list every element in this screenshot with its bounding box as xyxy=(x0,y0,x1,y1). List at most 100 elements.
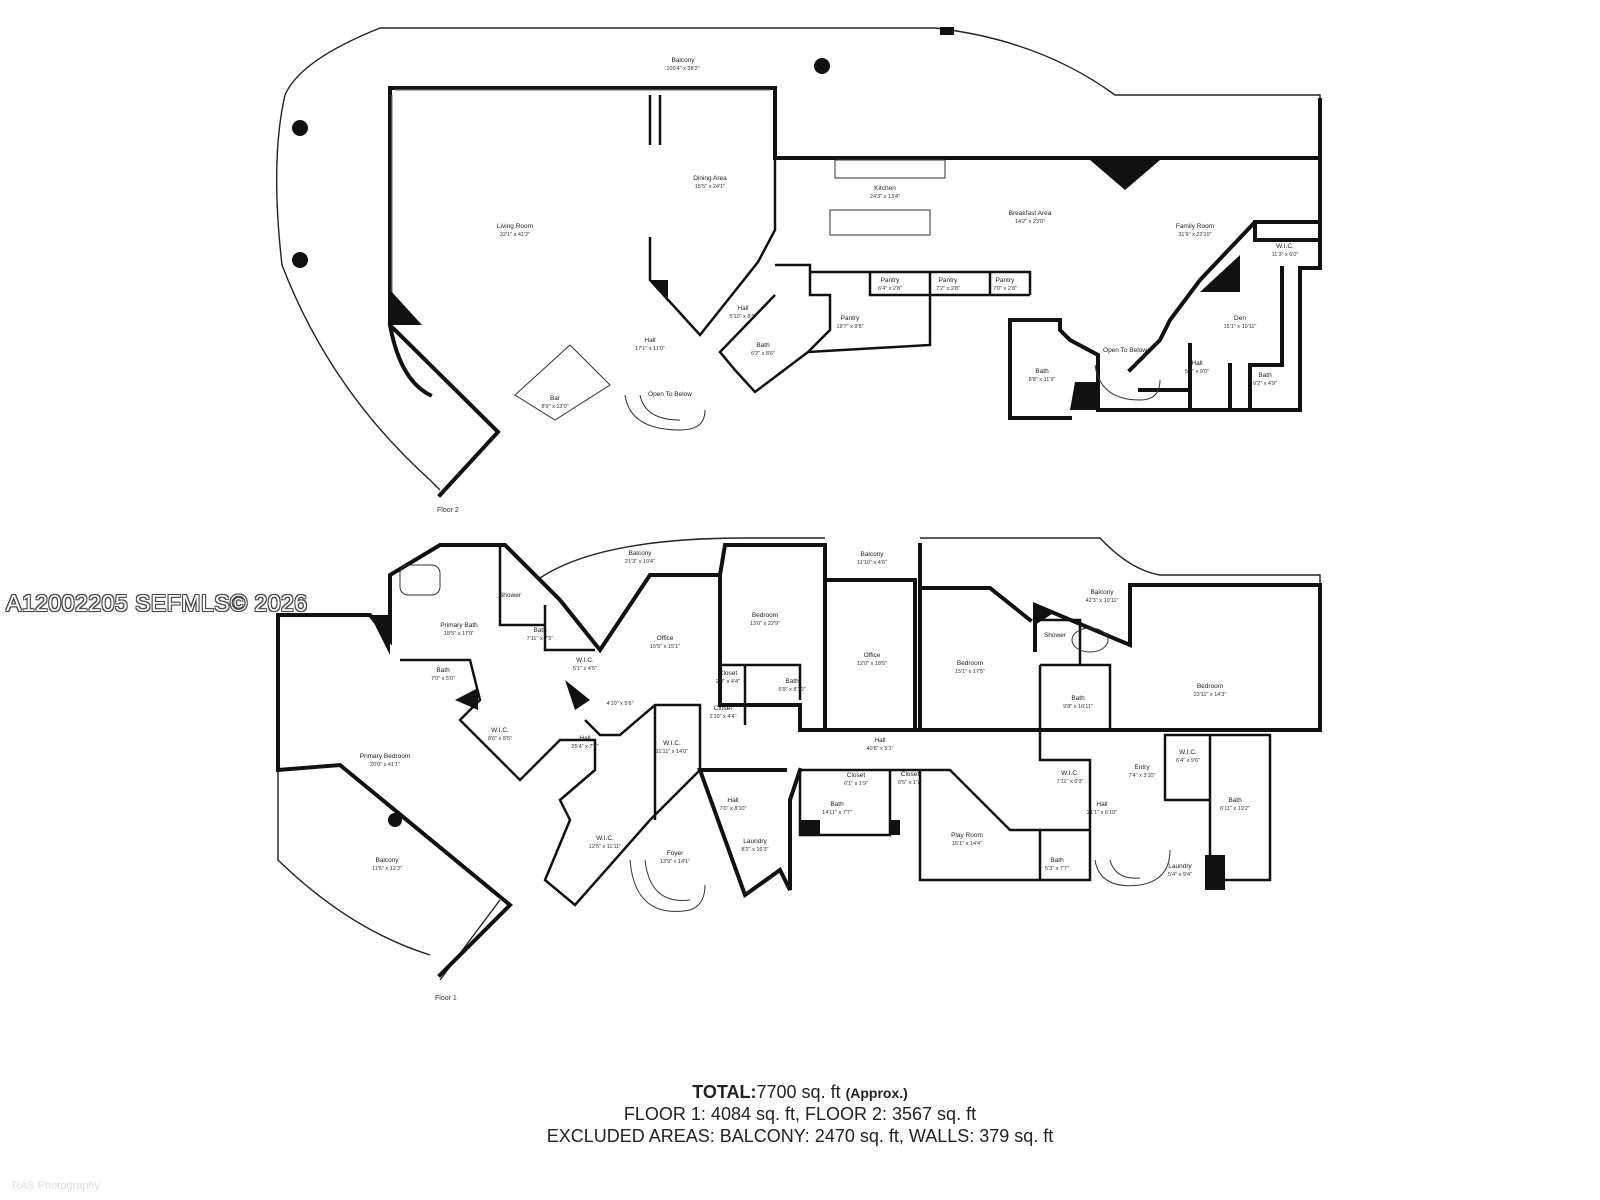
floor2-room-name: Hall xyxy=(737,305,749,312)
floor1-room-name: W.I.C. xyxy=(491,727,509,734)
floor1-room-dimensions: 40'8" x 5'1" xyxy=(866,746,893,752)
floor2-room-name: Bath xyxy=(756,342,770,349)
floor1-room-dimensions: 6'4" x 9'6" xyxy=(1176,758,1200,764)
floor1-room-name: Bath xyxy=(533,627,547,634)
floor2-room-name: Living Room xyxy=(497,223,533,230)
floor2-room-name: Den xyxy=(1234,315,1246,322)
floor1-room-dimensions: 9'8" x 16'11" xyxy=(1063,704,1093,710)
floor1-room-dimensions: 12'5" x 11'11" xyxy=(589,844,621,850)
total-value: 7700 sq. ft xyxy=(756,1082,841,1102)
floor1-room-dimensions: 6'5" x 1'7" xyxy=(898,780,922,786)
floor2-balcony-outline xyxy=(275,27,1321,491)
floor1-room-name: Office xyxy=(657,635,674,642)
floor2-room-name: Open To Below xyxy=(648,391,692,398)
floor1-room-name: Bath xyxy=(436,667,450,674)
floor1-room-name: Shower xyxy=(499,592,522,599)
floor1-room-dimensions: 42'3" x 10'11" xyxy=(1086,598,1119,604)
floor1-room-name: Closet xyxy=(719,670,738,677)
floor2-room-dimensions: 15'5" x 24'1" xyxy=(695,184,725,190)
total-line: TOTAL:7700 sq. ft (Approx.) xyxy=(0,1082,1600,1103)
mls-watermark: A12002205 SEFMLS© 2026 xyxy=(6,590,308,616)
floor1-room-dimensions: 2'0" x 4'4" xyxy=(716,679,740,685)
floor1-room-dimensions: 6'1" x 1'9" xyxy=(844,781,868,787)
floor2-plan xyxy=(275,27,1322,498)
floor1-room-dimensions: 23'11" x 14'3" xyxy=(1194,692,1227,698)
floor1-room-dimensions: 6'11" x 19'2" xyxy=(1220,806,1250,812)
floor1-room-name: Closet xyxy=(901,771,920,778)
floor1-room-name: Bedroom xyxy=(957,660,983,667)
floor2-living-walls xyxy=(387,86,1322,498)
floor1-room-name: Bath xyxy=(785,678,799,685)
excluded-areas-line: EXCLUDED AREAS: BALCONY: 2470 sq. ft, WA… xyxy=(546,1126,1054,1146)
floor2-room-dimensions: 8'8" x 11'9" xyxy=(1029,377,1056,383)
floor2-room-name: Bath xyxy=(1258,372,1272,379)
floor1-room-name: Laundry xyxy=(1168,863,1192,870)
floor1-outer-walls xyxy=(276,543,1322,978)
floor1-room-dimensions: 5'9" x 8'10" xyxy=(778,687,805,693)
floor2-room-dimensions: 6'2" x 8'6" xyxy=(751,351,775,357)
floor1-room-name: Balcony xyxy=(860,551,884,558)
floor1-room-dimensions: 18'5" x 17'9" xyxy=(444,631,474,637)
floor2-room-name: Pantry xyxy=(939,277,959,284)
floor2-room-dimensions: 8'9" x 13'0" xyxy=(541,404,568,410)
floor1-room-dimensions: 11'5" x 12'3" xyxy=(372,866,402,872)
floor1-room-dimensions: 11'11" x 14'0" xyxy=(656,749,688,755)
floor1-room-name: Bath xyxy=(1071,695,1085,702)
floor1-room-dimensions: 25'4" x 7'7" xyxy=(571,744,598,750)
floor2-room-dimensions: 32'1" x 41'2" xyxy=(500,232,530,238)
floor1-room-name: W.I.C. xyxy=(576,657,594,664)
floor1-room-name: Shower xyxy=(1044,632,1067,639)
floor2-room-name: Family Room xyxy=(1176,223,1214,230)
floor1-room-dimensions: 21'1" x 6'10" xyxy=(1087,810,1117,816)
floor2-room-name: Pantry xyxy=(996,277,1016,284)
floor2-room-name: Bar xyxy=(550,395,561,402)
floor2-room-name: Bath xyxy=(1035,368,1049,375)
floor1-room-dimensions: 4'10" x 5'6" xyxy=(606,701,633,707)
floor1-room-dimensions: 7'0" x 8'10" xyxy=(719,806,746,812)
floor1-room-name: Bath xyxy=(1050,857,1064,864)
photo-credit: RAS Photography xyxy=(12,1180,101,1192)
floor1-room-dimensions: 7'0" x 5'0" xyxy=(431,676,455,682)
floor2-room-name: Pantry xyxy=(841,315,861,322)
floor1-room-name: Bedroom xyxy=(1197,683,1223,690)
floor1-room-dimensions: 13'0" x 22'9" xyxy=(750,621,780,627)
floor1-room-dimensions: 15'5" x 15'1" xyxy=(650,644,680,650)
floor1-room-name: Hall xyxy=(727,797,739,804)
floor-areas-line: FLOOR 1: 4084 sq. ft, FLOOR 2: 3567 sq. … xyxy=(623,1104,977,1124)
floor1-room-name: Closet xyxy=(714,705,733,712)
floor2-room-dimensions: 14'2" x 23'0" xyxy=(1015,219,1045,225)
total-label: TOTAL: xyxy=(692,1082,757,1102)
floor1-room-dimensions: 21'3" x 10'4" xyxy=(625,559,655,565)
floor2-room-dimensions: 7'0" x 2'8" xyxy=(993,286,1017,292)
floor1-room-dimensions: 8'2" x 16'3" xyxy=(741,847,768,853)
floor1-label: Floor 1 xyxy=(435,995,457,1002)
floor1-room-dimensions: 7'11" x 7'5" xyxy=(527,636,554,642)
floor1-room-name: Bath xyxy=(830,801,844,808)
floor2-room-dimensions: 19'7" x 9'8" xyxy=(836,324,863,330)
floor2-right-wing-walls xyxy=(1008,156,1322,420)
floor1-plan xyxy=(276,537,1322,981)
floor1-room-name: Balcony xyxy=(1090,589,1114,596)
floor2-room-dimensions: 31'9" x 22'10" xyxy=(1178,232,1211,238)
floor1-room-name: Bedroom xyxy=(752,612,778,619)
floor2-room-name: Hall xyxy=(1191,360,1203,367)
floor2-room-name: Pantry xyxy=(881,277,901,284)
floor2-room-dimensions: 24'3" x 13'4" xyxy=(870,194,900,200)
total-approx: (Approx.) xyxy=(845,1085,908,1101)
floor1-room-dimensions: 2'10" x 4'4" xyxy=(709,714,736,720)
floor1-room-dimensions: 5'4" x 9'4" xyxy=(1168,872,1192,878)
floor2-room-name: W.I.C. xyxy=(1276,243,1294,250)
floor1-room-dimensions: 13'9" x 14'1" xyxy=(660,859,690,865)
floor1-room-dimensions: 12'0" x 18'5" xyxy=(857,661,887,667)
floor2-room-dimensions: 100'4" x 38'2" xyxy=(666,66,699,72)
floor2-room-name: Dining Area xyxy=(693,175,727,182)
floor1-balcony-outline xyxy=(277,537,1321,981)
floor2-room-name: Breakfast Area xyxy=(1009,210,1052,217)
floor1-room-name: Play Room xyxy=(951,832,983,839)
floor1-room-name: Office xyxy=(864,652,881,659)
floor1-room-name: W.I.C. xyxy=(596,835,614,842)
floor1-room-name: Entry xyxy=(1134,764,1150,771)
floor1-room-name: W.I.C. xyxy=(663,740,681,747)
